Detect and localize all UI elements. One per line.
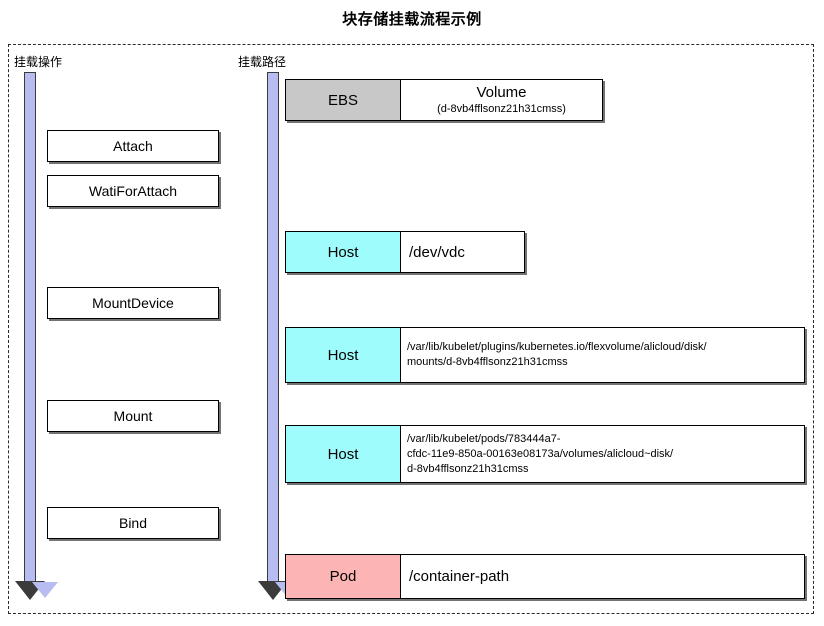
path-owner-label: EBS	[286, 80, 401, 120]
path-text: /var/lib/kubelet/plugins/kubernetes.io/f…	[407, 341, 707, 368]
page-title: 块存储挂载流程示例	[342, 11, 482, 28]
path-owner-label: Host	[286, 426, 401, 482]
operation-box-bind: Bind	[47, 507, 219, 539]
column-header-mount-path: 挂载路径	[238, 55, 287, 69]
path-row-plugins: Host /var/lib/kubelet/plugins/kubernetes…	[285, 327, 805, 383]
path-owner-label: Host	[286, 328, 401, 382]
volume-title: Volume	[476, 84, 527, 101]
path-value: /var/lib/kubelet/pods/783444a7- cfdc-11e…	[401, 426, 804, 482]
paths-flow-arrow-icon	[258, 72, 301, 600]
operation-box-mountdevice: MountDevice	[47, 287, 219, 319]
operations-flow-arrow-icon	[15, 72, 58, 600]
arrow-head	[258, 581, 301, 600]
path-text: /dev/vdc	[409, 243, 465, 261]
column-header-mount-operation: 挂载操作	[14, 55, 63, 69]
arrow-head-fill	[32, 582, 58, 598]
operation-box-mount: Mount	[47, 400, 219, 432]
arrow-shaft	[24, 72, 36, 582]
operation-box-attach: Attach	[47, 130, 219, 162]
volume-id: (d-8vb4fflsonz21h31cmss)	[437, 103, 566, 115]
path-row-ebs: EBS Volume (d-8vb4fflsonz21h31cmss)	[285, 79, 603, 121]
path-value: /var/lib/kubelet/plugins/kubernetes.io/f…	[401, 328, 804, 382]
path-text: /var/lib/kubelet/pods/783444a7- cfdc-11e…	[407, 432, 674, 475]
arrow-shaft	[267, 72, 279, 582]
path-row-dev-vdc: Host /dev/vdc	[285, 231, 525, 273]
path-row-container: Pod /container-path	[285, 554, 805, 599]
path-owner-label: Pod	[286, 555, 401, 598]
operation-box-watiforattach: WatiForAttach	[47, 175, 219, 207]
path-value: Volume (d-8vb4fflsonz21h31cmss)	[401, 80, 602, 120]
path-value: /container-path	[401, 555, 804, 598]
arrow-head	[15, 581, 58, 600]
path-text: /container-path	[409, 568, 510, 585]
diagram-frame	[8, 44, 814, 614]
path-row-pods: Host /var/lib/kubelet/pods/783444a7- cfd…	[285, 425, 805, 483]
path-value: /dev/vdc	[401, 232, 524, 272]
path-owner-label: Host	[286, 232, 401, 272]
